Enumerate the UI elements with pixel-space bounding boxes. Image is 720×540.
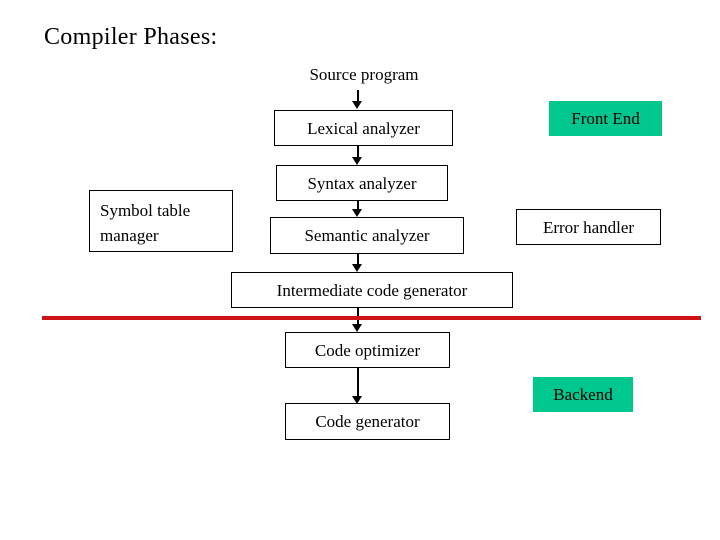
arrow-semantic-to-intermediate (352, 254, 363, 272)
node-code-optimizer[interactable]: Code optimizer (285, 332, 450, 368)
page-title: Compiler Phases: (44, 24, 218, 50)
node-symbol-table-manager[interactable]: Symbol table manager (89, 190, 233, 252)
arrow-intermediate-to-optimizer (352, 308, 363, 332)
node-syntax-analyzer[interactable]: Syntax analyzer (276, 165, 448, 201)
node-intermediate-code-generator[interactable]: Intermediate code generator (231, 272, 513, 308)
node-lexical-analyzer[interactable]: Lexical analyzer (274, 110, 453, 146)
node-error-handler[interactable]: Error handler (516, 209, 661, 245)
arrow-optimizer-to-generator (352, 368, 363, 404)
arrow-syntax-to-semantic (352, 201, 363, 217)
symbol-table-manager-line-2: manager (100, 226, 159, 245)
node-source-program: Source program (309, 64, 419, 84)
node-code-generator[interactable]: Code generator (285, 403, 450, 440)
badge-backend: Backend (533, 377, 633, 412)
arrow-lexical-to-syntax (352, 146, 363, 165)
node-semantic-analyzer[interactable]: Semantic analyzer (270, 217, 464, 254)
front-back-divider (42, 316, 701, 320)
badge-front-end: Front End (549, 101, 662, 136)
symbol-table-manager-line-1: Symbol table (100, 201, 191, 220)
arrow-source-to-lexical (352, 90, 363, 109)
